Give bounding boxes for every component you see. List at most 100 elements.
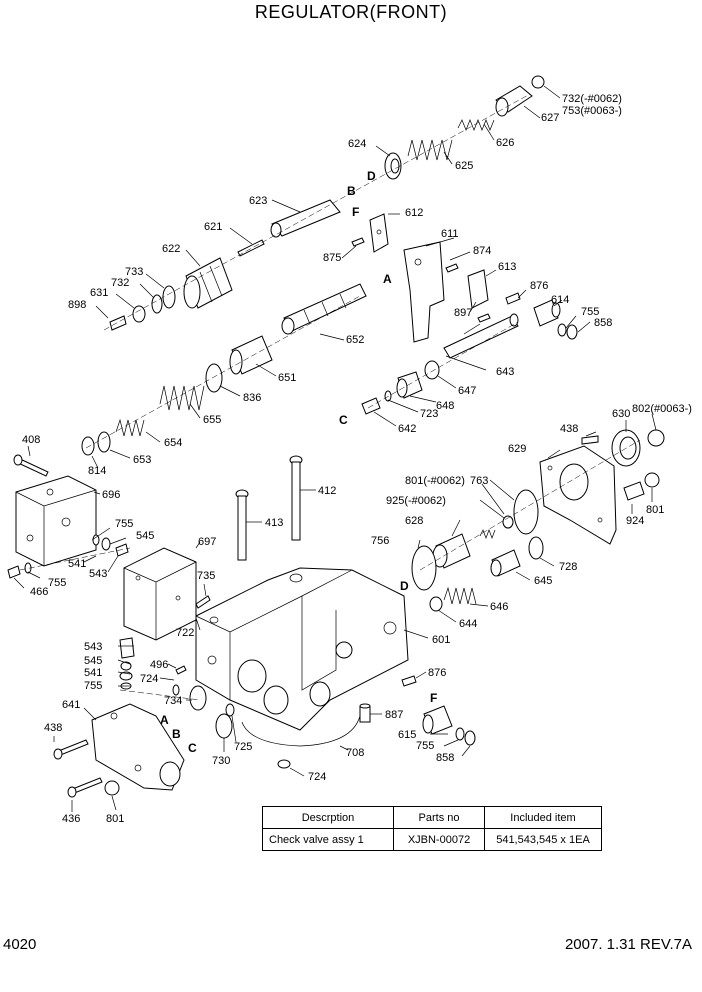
seat-653 bbox=[97, 431, 111, 453]
nut-801-left bbox=[104, 780, 120, 796]
oring-723 bbox=[384, 390, 392, 402]
oring-755-858-top bbox=[557, 323, 578, 340]
cartridge-627 bbox=[495, 75, 545, 117]
seat-644 bbox=[429, 596, 443, 612]
part-label: 876 bbox=[428, 667, 446, 679]
part-label: 645 bbox=[534, 575, 552, 587]
part-label: 614 bbox=[551, 294, 569, 306]
bolt-413 bbox=[235, 489, 249, 561]
table-cell: Check valve assy 1 bbox=[262, 828, 394, 851]
part-label: 887 bbox=[385, 709, 403, 721]
oring-755-858-lower bbox=[455, 727, 476, 746]
table-header: Included item bbox=[484, 806, 602, 829]
part-label: 733 bbox=[125, 266, 143, 278]
pin-898 bbox=[109, 315, 127, 331]
nut-801-right bbox=[644, 472, 660, 488]
part-label: 641 bbox=[62, 699, 80, 711]
part-label: 543 bbox=[89, 568, 107, 580]
letter-c-lower: C bbox=[188, 741, 197, 755]
part-label: 626 bbox=[496, 137, 514, 149]
letter-d-lower: D bbox=[400, 579, 409, 593]
part-label: 836 bbox=[243, 392, 261, 404]
part-label: 653 bbox=[133, 454, 151, 466]
table-cell: 541,543,545 x 1EA bbox=[484, 828, 602, 851]
part-label: 723 bbox=[420, 408, 438, 420]
leader-lines bbox=[13, 85, 657, 812]
part-label: 611 bbox=[441, 228, 459, 240]
part-label: 655 bbox=[203, 414, 221, 426]
table-header: Parts no bbox=[393, 806, 485, 829]
spring-646 bbox=[443, 586, 477, 605]
seat-624 bbox=[384, 152, 402, 180]
parts-table: Descrption Parts no Included item Check … bbox=[262, 806, 602, 851]
part-label: 408 bbox=[22, 434, 40, 446]
cover-641 bbox=[91, 703, 185, 791]
pin-887 bbox=[359, 703, 371, 723]
part-label: 814 bbox=[88, 465, 106, 477]
check-parts-545-541-543 bbox=[7, 534, 129, 579]
plug-614 bbox=[533, 299, 561, 327]
lever-613 bbox=[467, 269, 489, 309]
part-label: 541 bbox=[84, 667, 102, 679]
part-label: 802(#0063-) bbox=[632, 403, 692, 415]
part-label: 732(-#0062) bbox=[562, 93, 622, 105]
cover-696 bbox=[15, 475, 97, 567]
oring-763 bbox=[513, 489, 539, 535]
letter-a-lower: A bbox=[160, 713, 169, 727]
part-label: 651 bbox=[278, 372, 296, 384]
oring-728 bbox=[528, 536, 544, 560]
part-label: 612 bbox=[405, 207, 423, 219]
plug-924 bbox=[623, 481, 645, 501]
bolt-412 bbox=[289, 455, 303, 541]
part-label: 858 bbox=[594, 317, 612, 329]
part-label: 631 bbox=[90, 287, 108, 299]
part-label: 730 bbox=[212, 755, 230, 767]
part-labels: 732(-#0062) 753(#0063-) 627 626 625 624 … bbox=[22, 93, 692, 825]
bolt-438-right bbox=[581, 435, 599, 445]
part-label: 654 bbox=[164, 437, 182, 449]
spool-651 bbox=[229, 335, 273, 375]
part-label: 646 bbox=[490, 601, 508, 613]
part-label: 801(-#0062) bbox=[405, 475, 465, 487]
orings-725-730 bbox=[215, 703, 235, 739]
page-title: REGULATOR(FRONT) bbox=[254, 2, 448, 22]
letter-f-top: F bbox=[352, 205, 359, 219]
part-label: 734 bbox=[164, 695, 182, 707]
letter-b-lower: B bbox=[172, 727, 181, 741]
part-label: 436 bbox=[62, 813, 80, 825]
part-label: 801 bbox=[106, 813, 124, 825]
part-label: 621 bbox=[204, 221, 222, 233]
part-label: 696 bbox=[102, 489, 120, 501]
table-cell: XJBN-00072 bbox=[393, 828, 485, 851]
ring-836 bbox=[205, 363, 223, 393]
part-label: 874 bbox=[473, 245, 491, 257]
letter-b-top: B bbox=[347, 184, 356, 198]
part-label: 623 bbox=[249, 195, 267, 207]
ring-814 bbox=[81, 436, 95, 456]
table-row: Check valve assy 1 XJBN-00072 541,543,54… bbox=[262, 828, 602, 851]
part-label: 642 bbox=[398, 423, 416, 435]
part-label: 697 bbox=[198, 536, 216, 548]
part-label: 543 bbox=[84, 641, 102, 653]
part-label: 722 bbox=[176, 627, 194, 639]
revision-date: 2007. 1.31 REV.7A bbox=[564, 936, 692, 953]
spring-628-small bbox=[479, 529, 496, 539]
part-label: 652 bbox=[346, 334, 364, 346]
lever-611 bbox=[403, 241, 445, 343]
nut-802 bbox=[647, 429, 665, 447]
ring-647 bbox=[424, 360, 440, 380]
part-label: 545 bbox=[84, 655, 102, 667]
piston-648 bbox=[396, 371, 423, 399]
part-label: 897 bbox=[454, 307, 472, 319]
part-label: 724 bbox=[308, 771, 326, 783]
part-label: 438 bbox=[560, 423, 578, 435]
cover-629 bbox=[539, 445, 617, 545]
part-label: 755 bbox=[416, 740, 434, 752]
lever-612 bbox=[369, 213, 389, 253]
part-label: 725 bbox=[234, 741, 252, 753]
part-label: 438 bbox=[44, 722, 62, 734]
part-label: 628 bbox=[405, 515, 423, 527]
part-label: 925(-#0062) bbox=[386, 495, 446, 507]
part-label: 924 bbox=[626, 515, 644, 527]
